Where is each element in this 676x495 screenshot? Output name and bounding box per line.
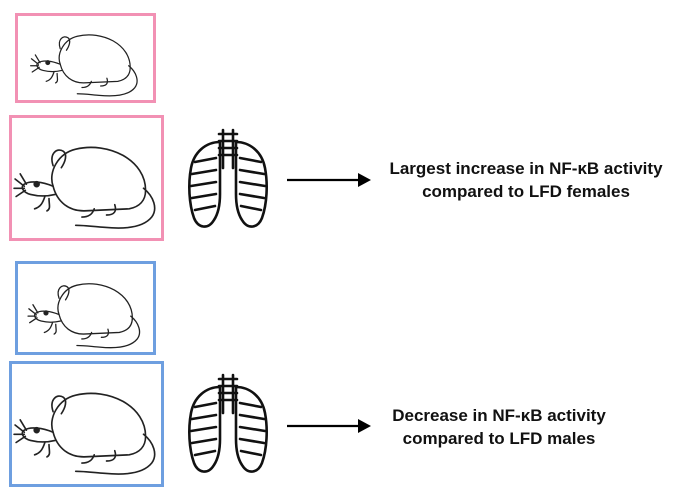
lungs-icon [188, 373, 268, 473]
caption-line: compared to LFD males [402, 429, 596, 448]
lungs-icon [188, 128, 268, 228]
caption-line: compared to LFD females [422, 182, 630, 201]
caption-line: Largest increase in NF-κB activity [389, 159, 663, 178]
female-rat-panel-large [9, 115, 164, 241]
rat-icon [27, 283, 141, 349]
right-arrow-icon [287, 419, 371, 433]
rat-icon [30, 34, 138, 97]
caption-line: Decrease in NF-κB activity [392, 406, 606, 425]
female-rat-panel-small [15, 13, 156, 103]
male-rat-panel-large [9, 361, 164, 487]
right-arrow-icon [287, 173, 371, 187]
female-outcome-caption: Largest increase in NF-κB activity compa… [382, 157, 670, 203]
male-outcome-caption: Decrease in NF-κB activity compared to L… [372, 404, 626, 450]
rat-icon [13, 146, 156, 229]
male-rat-panel-small [15, 261, 156, 355]
rat-icon [13, 392, 156, 475]
